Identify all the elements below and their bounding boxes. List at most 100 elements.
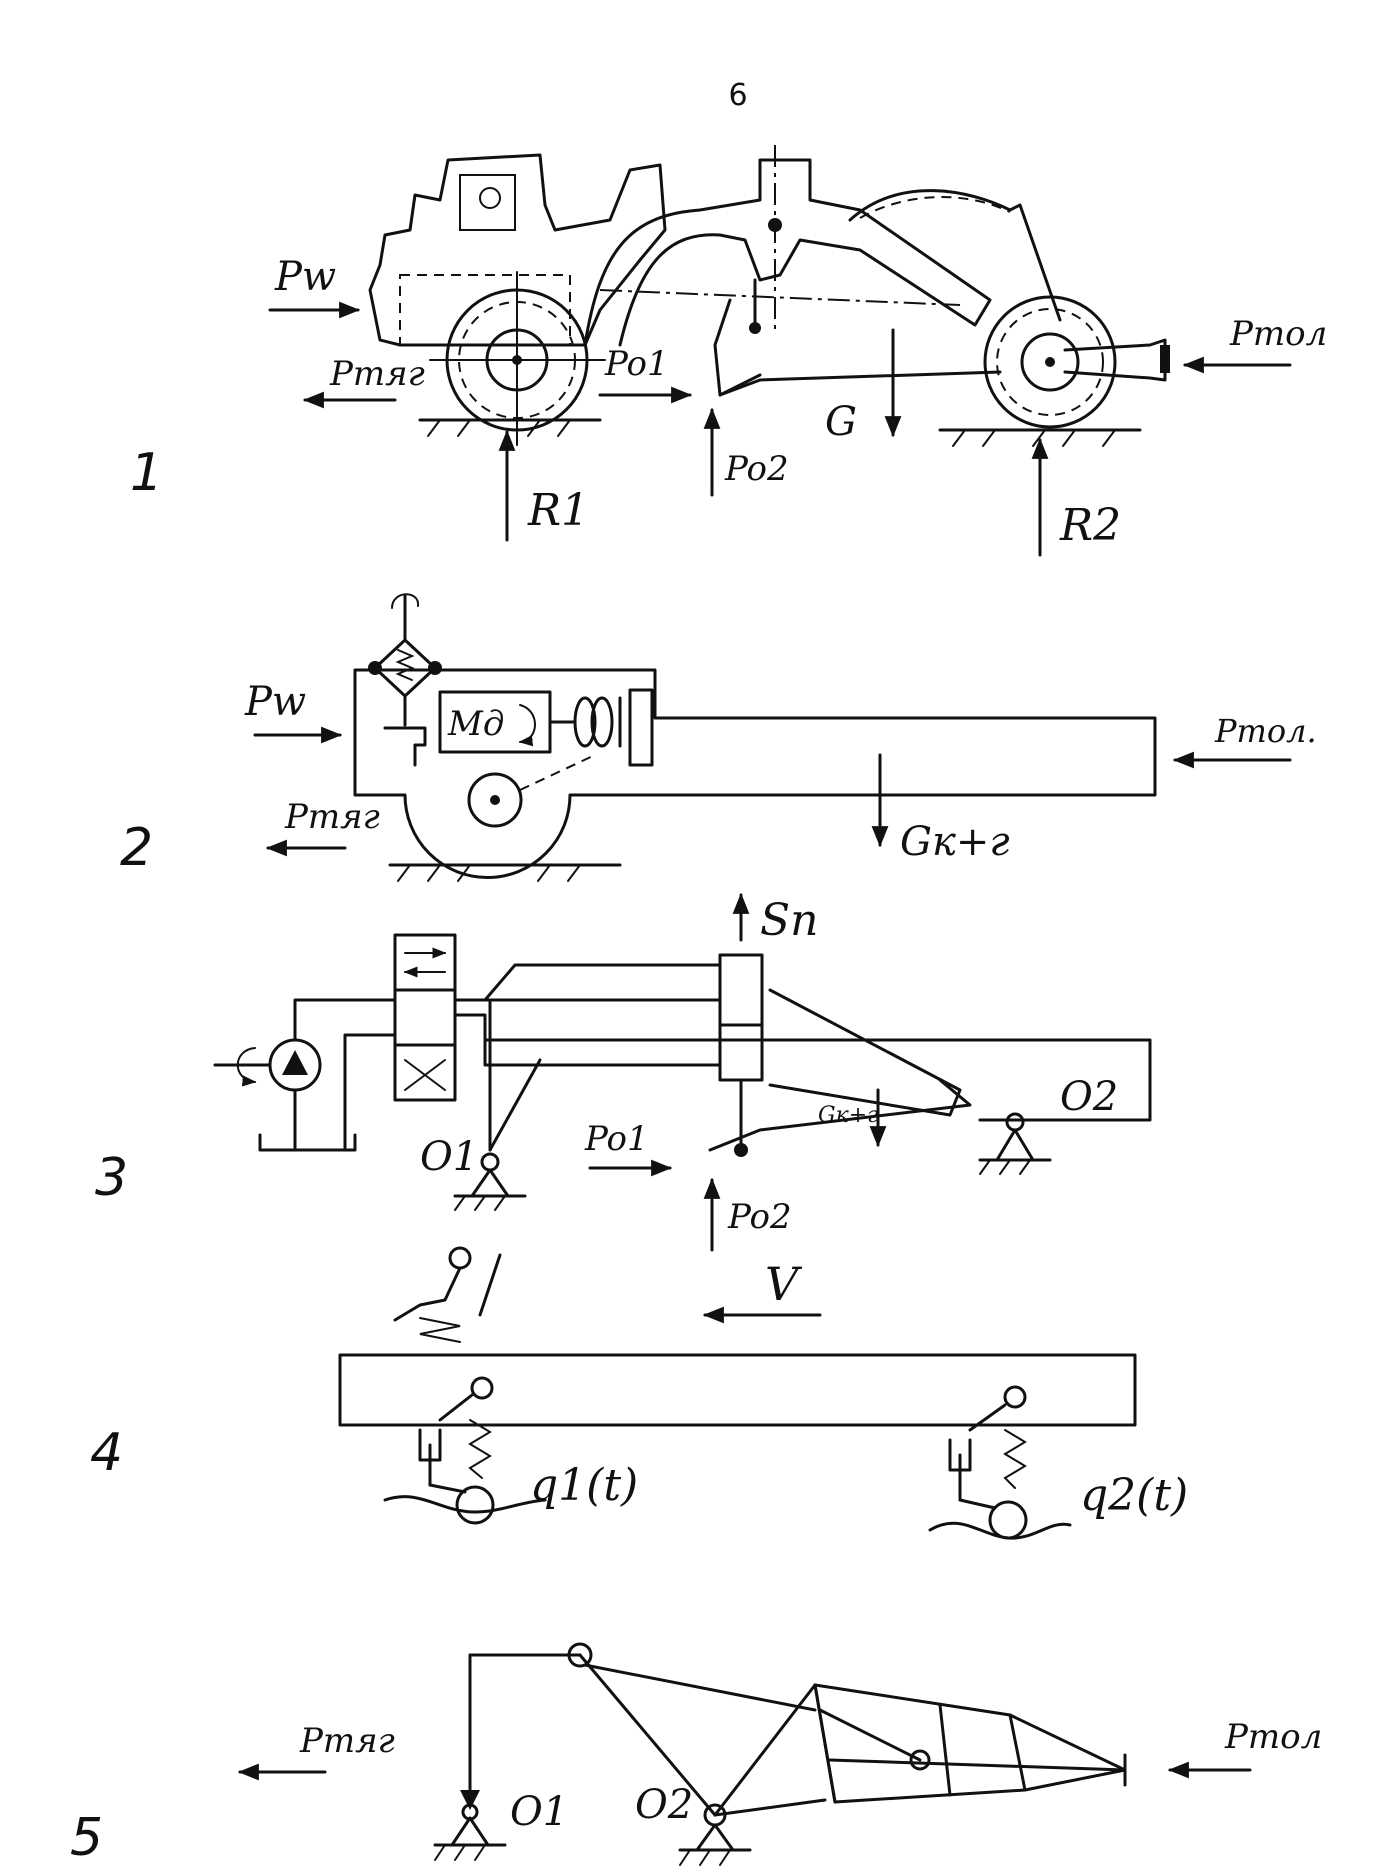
operator-head-4 xyxy=(448,1246,472,1270)
blade-hinge-3 xyxy=(734,1143,748,1157)
frame-strut-2 xyxy=(938,1703,952,1797)
drawbar xyxy=(718,370,1002,397)
support-o1 xyxy=(453,1152,527,1211)
clutch-disc-1 xyxy=(573,696,597,748)
lower-link xyxy=(713,1798,827,1817)
velocity-label: V xyxy=(765,1257,803,1311)
link-a-o2 xyxy=(578,1653,717,1817)
force-ptol-label-2: Pтол. xyxy=(1214,712,1317,750)
figure-4: 4 V q1(t) xyxy=(90,1246,1188,1540)
force-r1-label: R1 xyxy=(527,485,589,536)
engine-outline xyxy=(399,274,571,346)
force-pw-label-2: Pw xyxy=(244,679,306,725)
rear-plate xyxy=(1160,345,1170,373)
o2-label-5: O2 xyxy=(635,1782,693,1828)
pump-triangle xyxy=(282,1050,308,1075)
governor-weight-right xyxy=(428,661,442,675)
control-valve xyxy=(393,933,457,1102)
frame-middle xyxy=(828,1758,1127,1772)
link-o1 xyxy=(488,1058,542,1152)
seat-back xyxy=(478,1253,502,1317)
figure-1: 1 xyxy=(130,145,1327,557)
fuel-lever xyxy=(383,726,427,767)
clutch-disc-2 xyxy=(590,696,614,748)
page-number: 6 xyxy=(728,78,747,113)
tank xyxy=(258,1133,357,1152)
frame-strut-1 xyxy=(813,1683,837,1804)
drive-wheel-hub xyxy=(467,772,523,828)
support-o1-5 xyxy=(433,1790,507,1861)
force-po1-label: Po1 xyxy=(604,344,669,384)
figure-2-number: 2 xyxy=(120,818,153,878)
machine-frame-2 xyxy=(353,668,1157,879)
valve-cross-2 xyxy=(404,1059,446,1091)
force-pw-label: Pw xyxy=(274,254,336,300)
o1-label-3: O1 xyxy=(420,1134,478,1180)
gearbox xyxy=(628,688,654,767)
figure-1-number: 1 xyxy=(130,443,163,503)
o2-label-3: O2 xyxy=(1060,1074,1118,1120)
force-gkg-label-3: Gк+г xyxy=(818,1103,878,1128)
front-suspension xyxy=(383,1376,547,1525)
force-sp-label: Sп xyxy=(760,895,818,946)
figure-5: 5 O1 O2 Pт xyxy=(70,1642,1322,1868)
o1-label-5: O1 xyxy=(510,1789,568,1835)
force-r2-label: R2 xyxy=(1059,500,1121,551)
governor-rotation xyxy=(391,593,420,609)
grader-main-frame xyxy=(583,158,992,347)
operator-head xyxy=(479,187,501,209)
support-o2 xyxy=(978,1112,1052,1175)
support-o2-5 xyxy=(678,1803,752,1866)
force-gkg-label-2: Gк+г xyxy=(900,819,1010,865)
force-ptol-label: Pтол xyxy=(1229,314,1327,354)
force-po2-label: Po2 xyxy=(724,449,789,489)
force-g-label: G xyxy=(825,399,857,445)
pressure-line xyxy=(293,998,397,1042)
top-joint xyxy=(567,1642,593,1668)
line-to-cylinder-top xyxy=(483,963,722,1002)
blade xyxy=(713,298,762,397)
q2-label: q2(t) xyxy=(1080,1470,1188,1521)
q1-label: q1(t) xyxy=(530,1460,638,1511)
force-ptyag-label: Pтяг xyxy=(329,354,425,394)
figure-3: 3 Sп xyxy=(95,892,1152,1252)
figure-4-number: 4 xyxy=(90,1423,123,1483)
frame-joint xyxy=(909,1749,931,1771)
force-ptyag-label-5: Pтяг xyxy=(299,1721,395,1761)
governor-spring xyxy=(395,649,415,681)
engine-moment-arrow xyxy=(518,704,536,747)
figure-2: 2 Mд Pw Pтяг Gк+г xyxy=(120,593,1317,882)
rear-arc xyxy=(859,196,1011,219)
blade-beam-3 xyxy=(708,1078,972,1152)
link-a-frame xyxy=(583,1663,817,1712)
force-ptol-label-5: Pтол xyxy=(1224,1717,1322,1757)
front-wheel xyxy=(429,271,606,446)
drive-link xyxy=(519,754,596,791)
drawbar-3 xyxy=(768,988,962,1117)
drive-wheel-axle xyxy=(490,795,500,805)
frame-diagonal xyxy=(818,1708,922,1762)
force-po2-label-3: Po2 xyxy=(727,1197,792,1237)
tractor-body xyxy=(368,153,667,347)
cab-window xyxy=(459,174,516,231)
blade-hinge xyxy=(749,322,761,334)
governor-weight-left xyxy=(368,661,382,675)
engine-moment-label: Mд xyxy=(447,704,504,744)
rear-frame xyxy=(848,189,1062,322)
blade-frame-5 xyxy=(813,1683,1127,1804)
vehicle-body-4 xyxy=(338,1353,1137,1427)
ground-hatch-rear xyxy=(952,429,1116,447)
link-o2-frame xyxy=(713,1683,817,1817)
return-line xyxy=(343,1033,397,1152)
operator-body-4 xyxy=(393,1266,462,1322)
seat-spring xyxy=(419,1317,461,1343)
frame-centerline xyxy=(599,289,961,306)
governor-body xyxy=(373,638,437,698)
figure-5-number: 5 xyxy=(70,1808,103,1868)
frame-3 xyxy=(483,1038,1152,1122)
rear-wheel xyxy=(983,295,1117,429)
frame-strut-3 xyxy=(1008,1713,1027,1792)
hydraulic-cylinder xyxy=(718,953,764,1082)
rear-suspension xyxy=(928,1385,1072,1540)
